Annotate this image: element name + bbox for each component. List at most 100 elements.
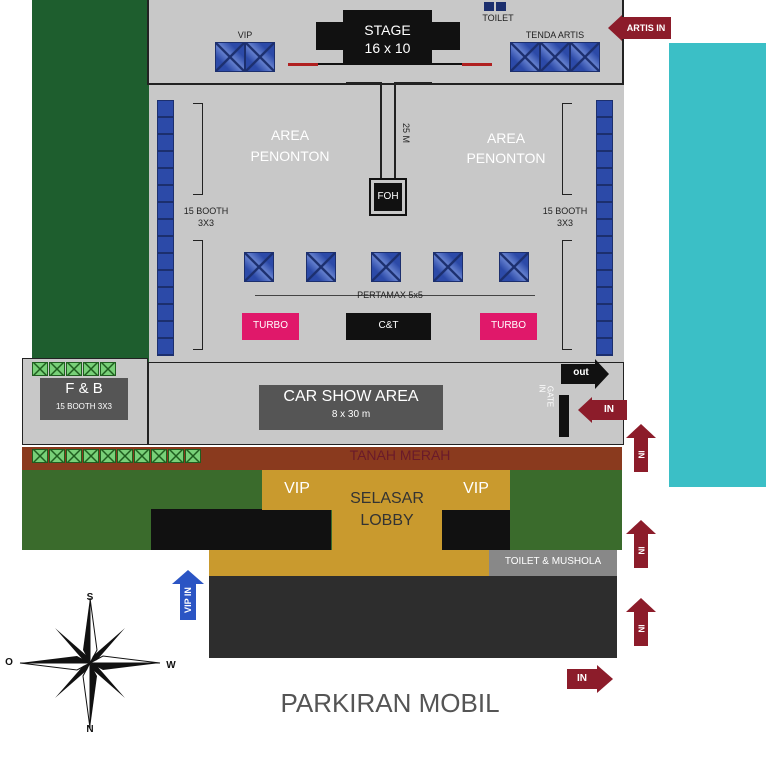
toilet-icon: [484, 2, 494, 11]
stage-wing-right: [430, 22, 460, 50]
compass-s: S: [86, 592, 94, 603]
tm-tent-10: [185, 449, 201, 463]
fb-sub: 15 BOOTH 3X3: [55, 402, 113, 411]
stage-wing-left: [316, 22, 346, 50]
fb-tent-2: [49, 362, 65, 376]
fb-box: [40, 378, 128, 420]
right-teal-zone: [669, 43, 766, 487]
gate-label-1: GATE: [545, 385, 555, 408]
lobby-box: [332, 470, 442, 550]
booth-column-left: [157, 100, 174, 356]
out-label: out: [573, 367, 589, 378]
area-right-line1: AREA: [486, 130, 526, 146]
gold-corridor: [209, 550, 489, 576]
gate-label-2: IN: [537, 384, 547, 393]
fb-tent-4: [83, 362, 99, 376]
lobby-dark-left: [151, 509, 331, 550]
vip-in-label: VIP IN: [183, 587, 193, 613]
stage-red-bar-left: [288, 63, 318, 66]
toilet-mushola-label: TOILET & MUSHOLA: [504, 556, 602, 567]
vip-tent-2: [245, 42, 275, 72]
fb-tent-5: [100, 362, 116, 376]
toilet-mushola-box: [489, 550, 617, 576]
gate-in-arrow: IN: [591, 400, 627, 420]
pertamax-tent-2: [306, 252, 336, 282]
booth-bracket-left-bottom: [193, 240, 203, 350]
artis-in-arrow: ARTIS IN: [621, 17, 671, 39]
side-in-arrow-3-head: [626, 598, 656, 612]
pertamax-label: PERTAMAX 5x5: [357, 290, 423, 300]
side-in-label-3: IN: [636, 624, 646, 633]
vip-right-box: [442, 470, 510, 510]
tm-tent-7: [134, 449, 150, 463]
stage-size: 16 x 10: [364, 40, 411, 56]
side-in-arrow-3-body: [634, 612, 648, 646]
tanah-merah-label: TANAH MERAH: [349, 447, 451, 463]
pertamax-tent-4: [433, 252, 463, 282]
booth-left-line1: 15 BOOTH: [183, 206, 229, 216]
foh-cable-join-left: [346, 82, 382, 84]
foh-label: FOH: [377, 191, 399, 202]
booth-right-line1: 15 BOOTH: [542, 206, 588, 216]
fb-title: F & B: [65, 380, 103, 397]
stage-black-line-left: [318, 63, 343, 65]
artis-tent-3: [570, 42, 600, 72]
artis-tent-1: [510, 42, 540, 72]
carshow-box: [259, 385, 443, 430]
tm-tent-9: [168, 449, 184, 463]
vip-in-arrow-head: [172, 570, 204, 584]
distance-label: 25 M: [401, 122, 411, 143]
gate-in-arrow-head: [578, 397, 592, 423]
turbo-left-label: TURBO: [253, 320, 288, 331]
toilet-top-label: TOILET: [482, 13, 514, 23]
tm-tent-6: [117, 449, 133, 463]
turbo-right-label: TURBO: [491, 320, 526, 331]
side-in-arrow-1-head: [626, 424, 656, 438]
booth-bracket-right-top: [562, 103, 572, 195]
foh-cable-right: [394, 83, 396, 183]
side-in-label-2: IN: [636, 546, 646, 555]
tm-tent-1: [32, 449, 48, 463]
stage-black-line-right: [432, 63, 462, 65]
pertamax-tent-3: [371, 252, 401, 282]
left-green-zone: [32, 0, 150, 362]
foh-cable-join-right: [394, 82, 432, 84]
pertamax-line: [255, 295, 535, 296]
area-left-line1: AREA: [270, 127, 310, 143]
vip-right-label: VIP: [463, 480, 489, 497]
tm-tent-4: [83, 449, 99, 463]
ct-label: C&T: [378, 320, 399, 331]
compass-rose: [19, 597, 161, 729]
lobby-line1: SELASAR: [350, 490, 424, 507]
pertamax-tent-5: [499, 252, 529, 282]
carshow-title: CAR SHOW AREA: [283, 388, 419, 405]
artis-in-arrow-head: [608, 15, 622, 41]
pertamax-tent-1: [244, 252, 274, 282]
out-arrow-head: [595, 359, 609, 389]
compass-e: O: [5, 657, 13, 668]
lobby-line2: LOBBY: [360, 512, 414, 529]
vip-left-box: [262, 470, 332, 510]
fb-tent-1: [32, 362, 48, 376]
booth-right-line2: 3X3: [556, 218, 573, 228]
parkiran-label: PARKIRAN MOBIL: [280, 688, 500, 718]
ct-box: [346, 313, 431, 340]
bottom-in-arrow: IN: [567, 669, 597, 689]
vip-top-label: VIP: [237, 30, 253, 40]
carshow-size: 8 x 30 m: [331, 409, 371, 420]
tm-tent-2: [49, 449, 65, 463]
stage-red-bar-right: [462, 63, 492, 66]
bottom-in-arrow-head: [597, 665, 613, 693]
compass-w: W: [166, 660, 176, 671]
artis-tent-2: [540, 42, 570, 72]
compass-n: N: [86, 724, 94, 735]
stage-title: STAGE: [364, 22, 411, 38]
turbo-right-box: [480, 313, 537, 340]
booth-bracket-right-bottom: [562, 240, 572, 350]
lobby-dark-right: [442, 509, 510, 550]
out-arrow-body: [561, 364, 595, 384]
vip-in-arrow-body: [180, 584, 196, 620]
fb-tent-3: [66, 362, 82, 376]
side-in-arrow-2-head: [626, 520, 656, 534]
booth-left-line2: 3X3: [197, 218, 214, 228]
